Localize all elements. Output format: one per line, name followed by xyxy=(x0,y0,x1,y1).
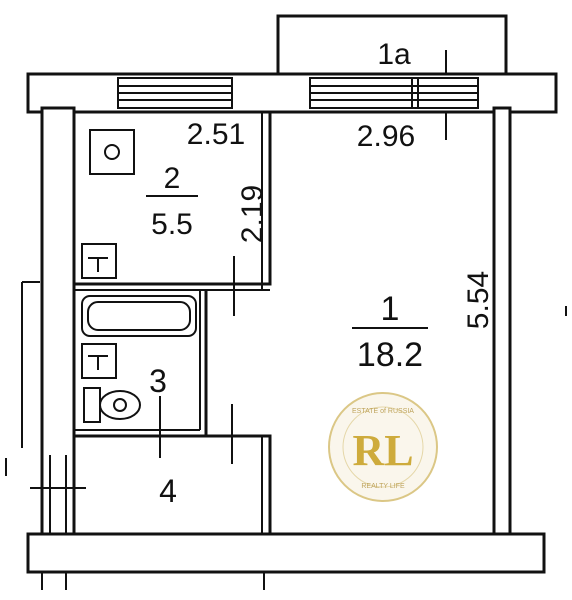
window-kitchen xyxy=(117,77,233,109)
dimension-kitchen-depth: 2.19 xyxy=(236,185,269,243)
entrance-markers xyxy=(21,281,265,590)
logo-ring-top: ESTATE of RUSSIA xyxy=(352,408,414,415)
room-label-1a: 1a xyxy=(377,38,411,71)
room-label-2: 2 5.5 xyxy=(146,162,198,241)
room-area: 18.2 xyxy=(357,336,423,374)
kitchen-sink-icon xyxy=(81,243,117,279)
room-number: 4 xyxy=(159,473,177,509)
realty-life-logo: RL ESTATE of RUSSIA REALTY LIFE xyxy=(328,392,438,502)
washbasin-icon xyxy=(81,343,117,379)
room-label-1: 1 18.2 xyxy=(352,290,428,374)
window-room xyxy=(309,77,479,109)
logo-initials: RL xyxy=(352,426,413,475)
dimension-room-width: 2.96 xyxy=(357,120,415,153)
bathroom-walls xyxy=(72,290,208,438)
stove-icon xyxy=(89,129,135,175)
room-number: 1a xyxy=(377,38,411,71)
room-number: 2 xyxy=(164,162,181,195)
hallway-walls xyxy=(74,434,272,534)
room-number: 1 xyxy=(381,290,400,328)
doors xyxy=(159,256,235,464)
toilet-icon xyxy=(83,387,141,423)
bathtub-icon xyxy=(81,295,197,337)
balcony-1a xyxy=(276,14,508,140)
dimension-kitchen-width: 2.51 xyxy=(187,118,245,151)
room-area: 5.5 xyxy=(151,208,193,241)
kitchen-walls xyxy=(72,112,272,291)
outer-walls xyxy=(26,72,558,574)
dimension-room-length: 5.54 xyxy=(462,271,495,329)
room-label-4: 4 xyxy=(159,473,177,509)
room-number: 3 xyxy=(149,363,167,399)
logo-ring-bottom: REALTY LIFE xyxy=(361,483,405,490)
windows xyxy=(117,77,479,109)
room-label-3: 3 xyxy=(149,363,167,399)
